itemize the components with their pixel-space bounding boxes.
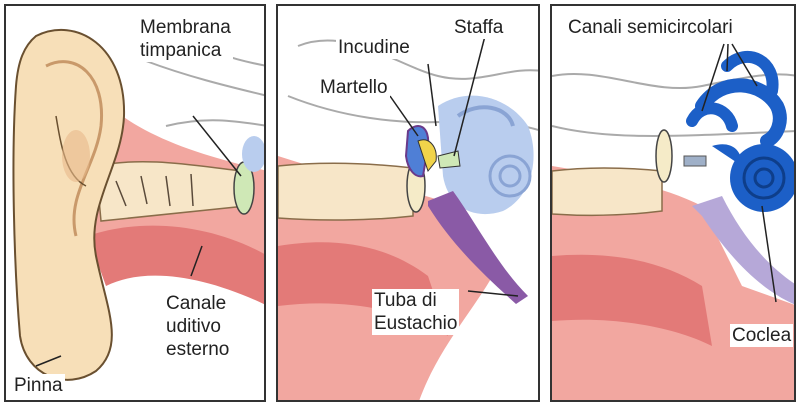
label-martello: Martello — [318, 76, 390, 99]
label-pinna: Pinna — [12, 374, 65, 397]
label-staffa: Staffa — [452, 16, 505, 39]
label-canale-line2: uditivo — [166, 315, 229, 338]
label-membrana-line2: timpanica — [140, 39, 231, 62]
panel-outer-ear: Membrana timpanica Canale uditivo estern… — [4, 4, 266, 402]
label-tuba-line2: Eustachio — [374, 312, 457, 335]
panel-inner-ear: Canali semicircolari Coclea — [550, 4, 796, 402]
label-tuba: Tuba di Eustachio — [372, 289, 459, 335]
label-membrana: Membrana timpanica — [138, 16, 233, 62]
label-coclea: Coclea — [730, 324, 793, 347]
panel-middle-ear: Incudine Staffa Martello Tuba di Eustach… — [276, 4, 540, 402]
label-tuba-line1: Tuba di — [374, 289, 457, 312]
label-canali: Canali semicircolari — [566, 16, 735, 39]
label-canale-line3: esterno — [166, 338, 229, 361]
middle-ear-illustration — [278, 6, 540, 402]
label-canale: Canale uditivo esterno — [164, 292, 231, 361]
label-membrana-line1: Membrana — [140, 16, 231, 39]
label-canale-line1: Canale — [166, 292, 229, 315]
label-incudine: Incudine — [336, 36, 412, 59]
